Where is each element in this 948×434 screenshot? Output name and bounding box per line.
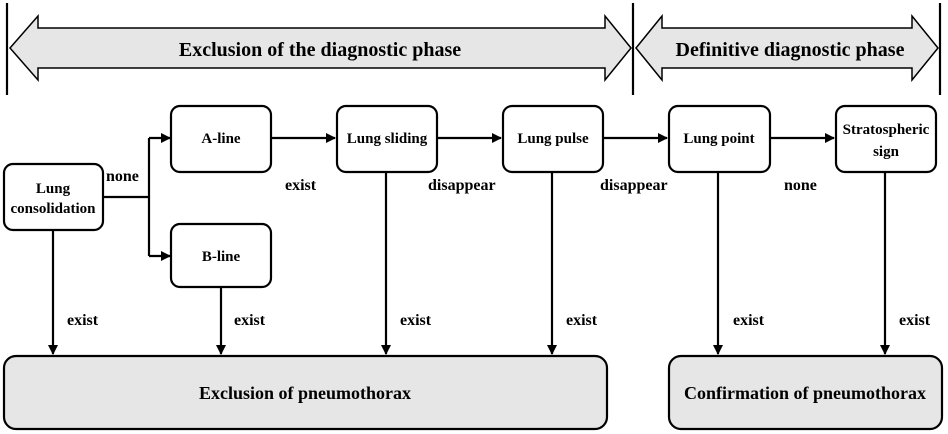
node-b-line-label: B-line: [202, 249, 241, 265]
node-lung-consolidation: Lung consolidation: [2, 162, 105, 232]
exclusion-phase-label: Exclusion of the diagnostic phase: [179, 39, 461, 61]
result-exclusion-label: Exclusion of pneumothorax: [199, 383, 411, 403]
node-a-line-label: A-line: [201, 131, 241, 147]
edge-label-sliding-disappear: disappear: [428, 177, 496, 194]
edge-label-point-none: none: [784, 177, 817, 194]
node-stratospheric-sign: Stratospheric sign: [834, 104, 938, 174]
node-stratospheric-sign-line2: sign: [873, 144, 900, 160]
result-exclusion: Exclusion of pneumothorax: [2, 354, 609, 431]
node-lung-consolidation-line1: Lung: [36, 181, 71, 197]
edge-label-pulse-disappear: disappear: [600, 177, 668, 194]
definitive-phase-band: [635, 13, 939, 83]
node-lung-pulse: Lung pulse: [501, 104, 605, 174]
phase-bands: Exclusion of the diagnostic phase Defini…: [5, 3, 942, 95]
node-lung-sliding-label: Lung sliding: [347, 131, 428, 147]
result-confirmation: Confirmation of pneumothorax: [667, 354, 944, 431]
edge-labels: none exist disappear disappear none exis…: [67, 168, 931, 329]
edge-label-pulse-exist: exist: [566, 312, 598, 329]
node-stratospheric-sign-line1: Stratospheric: [843, 122, 930, 138]
results: Exclusion of pneumothorax Confirmation o…: [2, 354, 944, 431]
node-lung-point-label: Lung point: [683, 131, 754, 147]
node-lung-sliding: Lung sliding: [335, 104, 439, 174]
edge-label-sliding-exist: exist: [400, 312, 432, 329]
edge-label-strato-exist: exist: [899, 312, 931, 329]
node-lung-pulse-label: Lung pulse: [517, 131, 589, 147]
nodes: Lung consolidation A-line B-line Lung sl…: [2, 104, 938, 289]
definitive-phase-label: Definitive diagnostic phase: [676, 39, 905, 61]
edge-label-bline-exist: exist: [234, 312, 266, 329]
node-lung-point: Lung point: [667, 104, 772, 174]
edge-label-aline-exist: exist: [285, 177, 317, 194]
exclusion-phase-band: [9, 13, 632, 83]
edge-label-consolidation-none: none: [106, 168, 139, 185]
edge-label-point-exist: exist: [733, 312, 765, 329]
node-lung-consolidation-line2: consolidation: [10, 201, 96, 217]
node-b-line: B-line: [169, 222, 273, 289]
result-confirmation-label: Confirmation of pneumothorax: [684, 383, 926, 403]
edge-label-consolidation-exist: exist: [67, 312, 99, 329]
connectors: [48, 133, 890, 355]
node-a-line: A-line: [169, 104, 273, 174]
